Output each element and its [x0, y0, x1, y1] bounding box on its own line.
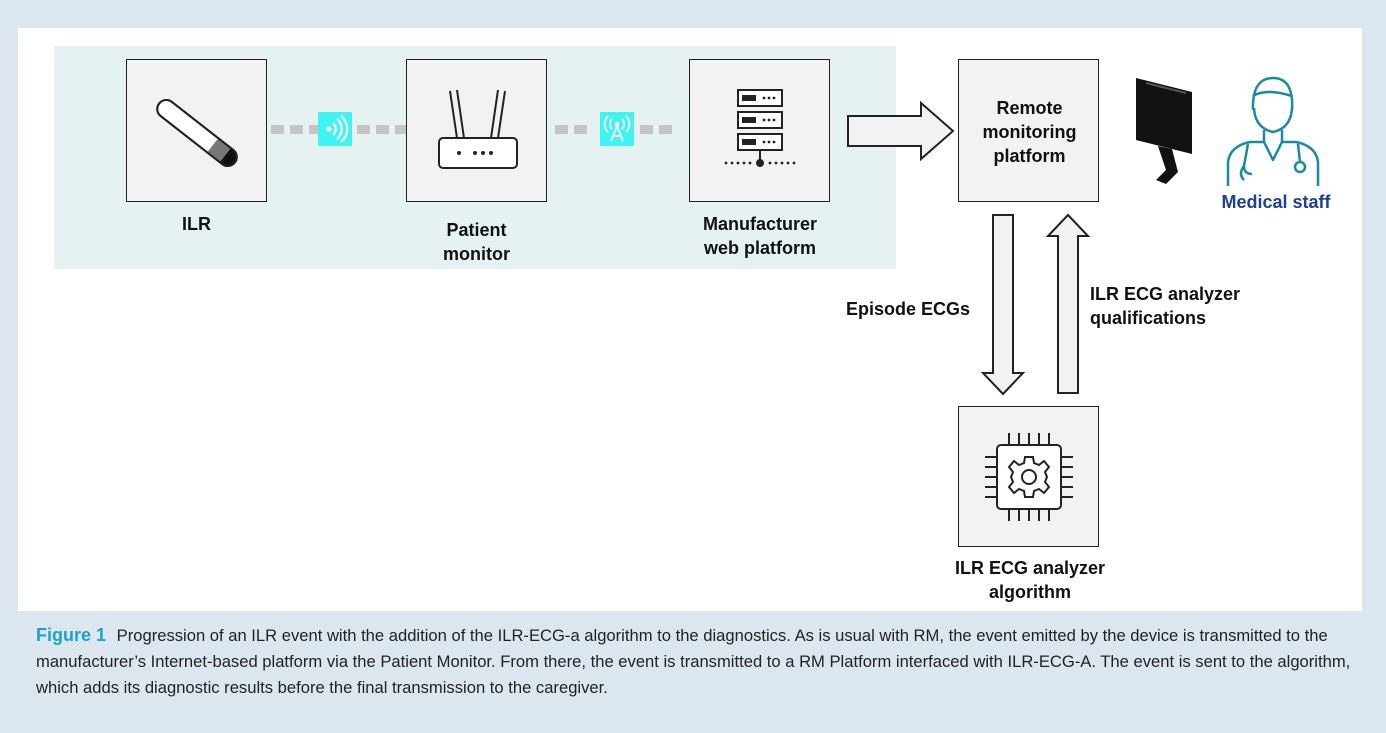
connector-monitor-manufacturer-2 [640, 125, 678, 135]
ilr-box [126, 59, 267, 202]
wireless-signal-icon [326, 115, 349, 143]
remote-platform-box: Remote monitoring platform [958, 59, 1099, 202]
arrow-manufacturer-to-remote [847, 100, 955, 162]
arrow-remote-to-algorithm [980, 214, 1026, 396]
ilr-device-icon [156, 98, 238, 168]
figure-label: Figure 1 [36, 625, 107, 645]
caption-text: Progression of an ILR event with the add… [36, 626, 1351, 697]
figure-caption: Figure 1 Progression of an ILR event wit… [36, 622, 1358, 701]
algorithm-box [958, 406, 1099, 547]
router-icon [438, 89, 518, 169]
manufacturer-box [689, 59, 830, 202]
patient-monitor-box [406, 59, 547, 202]
remote-platform-label: Remote monitoring platform [982, 98, 1077, 166]
patient-monitor-label: Patient monitor [443, 220, 510, 264]
antenna-icon [603, 115, 631, 142]
antenna-badge [600, 112, 634, 146]
connector-ilr-monitor-2 [357, 125, 414, 135]
server-stack-icon [724, 89, 796, 167]
monitor-icon [1136, 78, 1192, 184]
episode-ecgs-label: Episode ECGs [845, 299, 970, 319]
wifi-badge [318, 112, 352, 146]
manufacturer-label: Manufacturer web platform [702, 214, 818, 258]
medical-staff-label: Medical staff [1221, 192, 1331, 212]
doctor-icon [1226, 76, 1320, 186]
chip-gear-icon [985, 433, 1073, 521]
connector-monitor-manufacturer [555, 125, 593, 135]
qualifications-label: ILR ECG analyzer qualifications [1090, 284, 1241, 328]
ilr-label: ILR [182, 214, 211, 234]
arrow-algorithm-to-remote [1045, 213, 1091, 394]
algorithm-label: ILR ECG analyzer algorithm [954, 558, 1106, 602]
